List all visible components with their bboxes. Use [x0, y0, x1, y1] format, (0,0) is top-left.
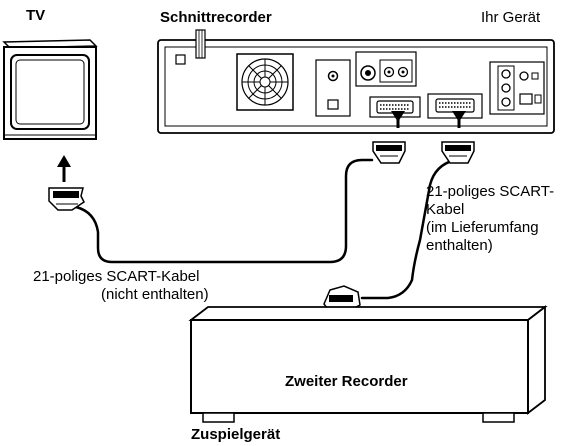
your-device-label: Ihr Gerät	[481, 9, 541, 26]
scart-plug-recorder-2	[441, 141, 475, 164]
tv-illustration	[2, 39, 98, 140]
arrow-up-icon	[57, 155, 71, 182]
cable-left-label-line1: 21-poliges SCART-Kabel	[33, 268, 200, 285]
scart-plug-recorder-1	[372, 141, 406, 164]
scart-cables	[74, 158, 457, 300]
cable-right-label-line4: enthalten)	[426, 237, 493, 254]
recorder-label: Schnittrecorder	[160, 9, 272, 26]
cable-left-label-line2: (nicht enthalten)	[101, 286, 209, 303]
second-recorder-illustration	[188, 305, 548, 423]
arrow-down-icon	[391, 111, 466, 128]
second-recorder-label: Zweiter Recorder	[285, 373, 408, 390]
scart-plug-tv	[48, 187, 85, 211]
recorder-rear-panel	[157, 29, 555, 134]
cable-right-label-line3: (im Lieferumfang	[426, 219, 539, 236]
source-device-label: Zuspielgerät	[191, 426, 281, 443]
cable-right-label-line2: Kabel	[426, 201, 465, 218]
cable-right-label-line1: 21-poliges SCART-	[426, 183, 555, 200]
tv-label: TV	[26, 7, 46, 24]
